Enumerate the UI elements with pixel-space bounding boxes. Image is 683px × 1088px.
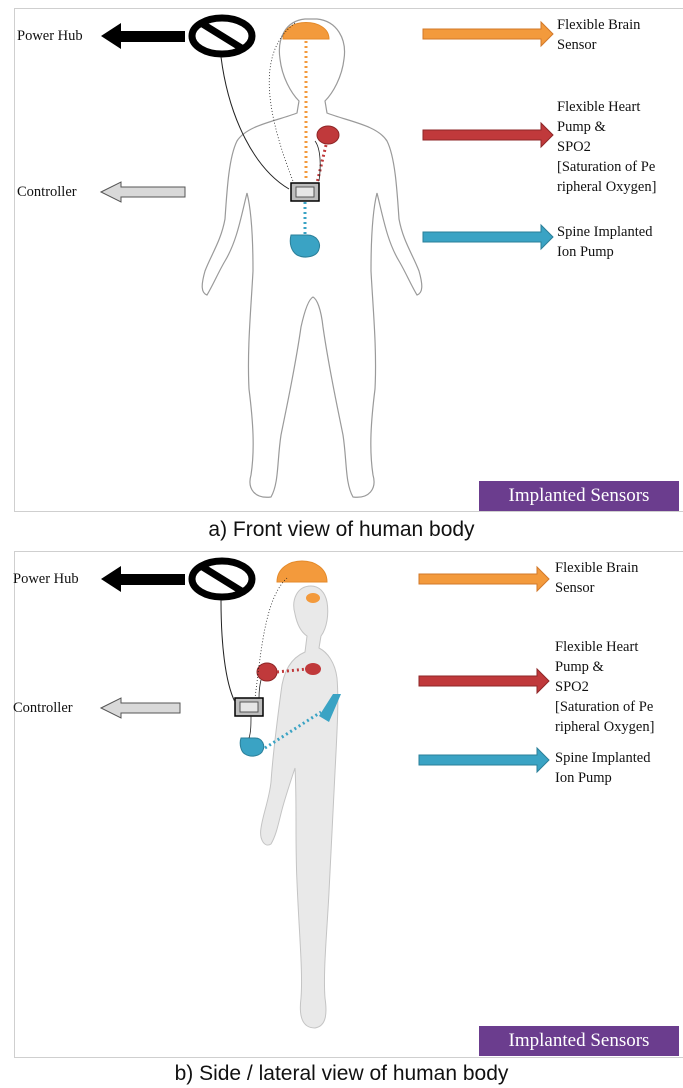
spine-connector [249,716,251,738]
power-hub-label: Power Hub [13,569,79,589]
brain-sensor-label: Flexible Brain Sensor [557,15,640,55]
heart-pump-label: Flexible Heart Pump & SPO2 [Saturation o… [557,97,656,197]
heart-pump-arrow [423,123,553,147]
controller-label: Controller [17,182,77,202]
implanted-sensors-badge: Implanted Sensors [479,1026,679,1056]
heart-pump-label: Flexible Heart Pump & SPO2 [Saturation o… [555,637,654,737]
spine-pump-arrow [423,225,553,249]
heart-implant-icon [305,663,321,675]
power-hub-arrow [101,566,185,592]
implanted-sensors-badge: Implanted Sensors [479,481,679,511]
controller-arrow [101,182,185,202]
brain-connector [269,23,295,181]
spine-pump-arrow [419,748,549,772]
human-body-front-outline [202,19,422,497]
spine-pump-icon [290,235,319,257]
heart-sensor-icon [257,663,277,681]
power-hub-arrow [101,23,185,49]
power-hub-no-symbol-icon [192,18,252,54]
side-view-caption: b) Side / lateral view of human body [0,1062,683,1086]
side-view-panel: Power Hub Controller Flexible Brain Sens… [14,551,683,1058]
brain-sensor-label: Flexible Brain Sensor [555,558,638,598]
front-view-panel: Power Hub Controller Flexible Brain Sens… [14,8,683,512]
spine-pump-label: Spine Implanted Ion Pump [557,222,652,262]
heart-pump-arrow [419,669,549,693]
controller-label: Controller [13,698,73,718]
side-view-diagram [15,552,683,1057]
heart-sensor-icon [317,126,339,144]
heart-link-line [317,145,326,183]
brain-implant-icon [306,593,320,603]
brain-sensor-icon [277,561,327,582]
human-body-side-silhouette [261,586,338,1028]
spine-pump-label: Spine Implanted Ion Pump [555,748,650,788]
brain-sensor-arrow [419,567,549,591]
spine-pump-icon [240,738,264,756]
power-hub-connector [221,600,235,702]
brain-sensor-arrow [423,22,553,46]
controller-device-icon [291,183,319,201]
front-view-caption: a) Front view of human body [0,518,683,542]
power-hub-connector [221,57,289,189]
controller-device-icon [235,698,263,716]
power-hub-label: Power Hub [17,26,83,46]
power-hub-no-symbol-icon [192,561,252,597]
controller-arrow [101,698,180,718]
heart-connector [259,680,261,698]
